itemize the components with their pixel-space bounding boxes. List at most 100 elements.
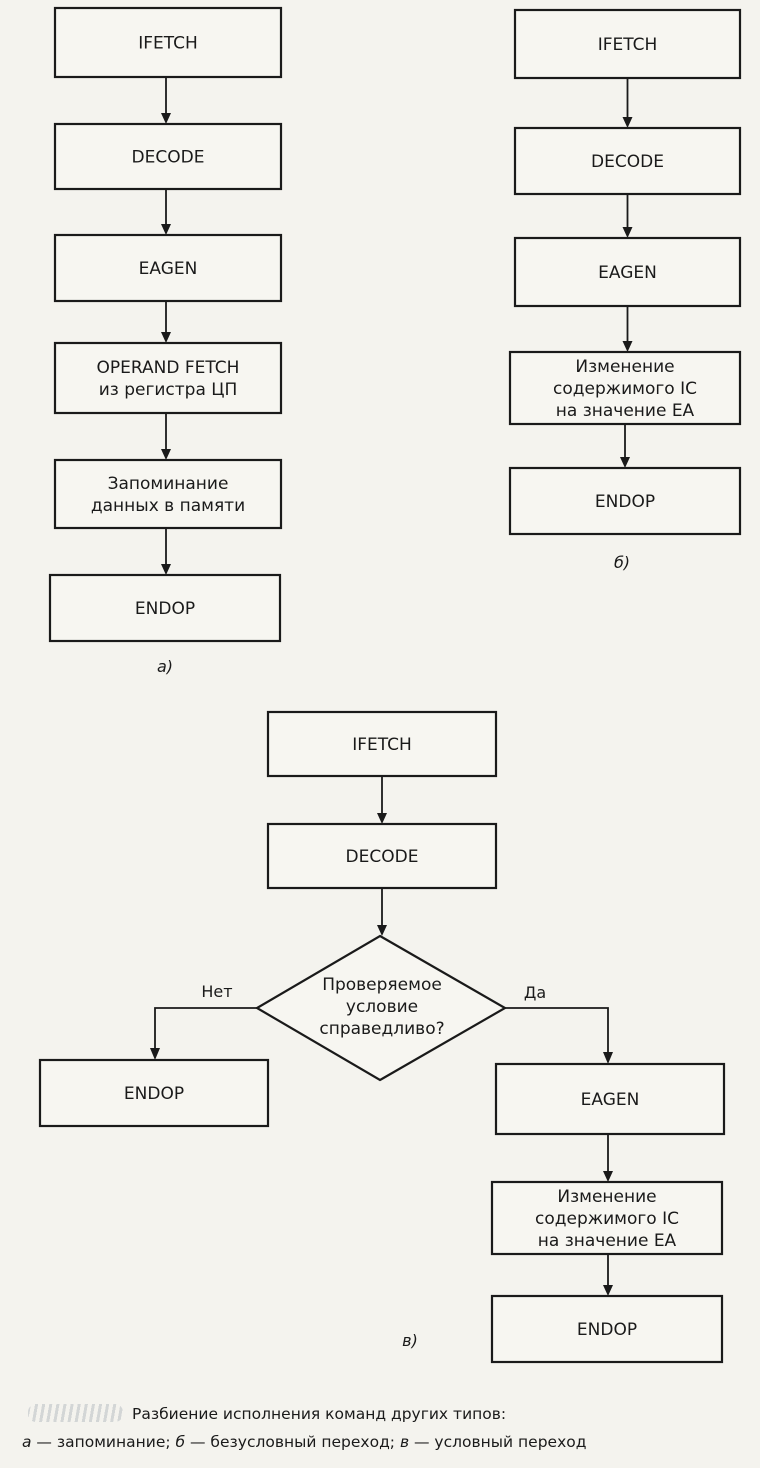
panel-c-box-endop-yes: ENDOP	[490, 1294, 724, 1364]
panel-c-arrow-2-head	[377, 925, 387, 936]
figure-caption: Разбиение исполнения команд других типов…	[22, 1400, 752, 1456]
panel-b-arrow-1	[622, 78, 633, 128]
panel-c-box-endop-no-text: ENDOP	[124, 1084, 184, 1104]
panel-a-box-ifetch-text-line-1: IFETCH	[138, 34, 198, 54]
panel-b-box-decode-shape	[513, 126, 742, 196]
panel-c-no-label: Нет	[201, 982, 232, 1001]
panel-c-no-connector	[154, 1007, 257, 1050]
panel-a-arrow-3-head	[161, 332, 171, 343]
panel-c-decision-text-line-3: справедливо?	[319, 1019, 444, 1039]
panel-c-box-ifetch: IFETCH	[266, 710, 498, 778]
panel-b-label: б)	[614, 553, 630, 572]
panel-a-box-ifetch-text: IFETCH	[138, 34, 198, 54]
panel-b-arrow-3	[622, 306, 633, 352]
panel-b-box-endop: ENDOP	[508, 466, 742, 536]
panel-a-arrow-1	[161, 77, 171, 124]
panel-c-arrow-1	[377, 776, 387, 824]
panel-a-box-decode: DECODE	[53, 122, 283, 191]
panel-a-box-eagen-text-line-1: EAGEN	[139, 259, 198, 279]
panel-c-yes-arrow-2-head	[603, 1285, 613, 1296]
panel-a-arrow-3	[161, 301, 171, 343]
panel-c-box-ifetch-text-line-1: IFETCH	[352, 735, 412, 755]
panel-c-box-ifetch-text: IFETCH	[352, 735, 412, 755]
panel-c-box-ifetch-shape	[266, 710, 498, 778]
panel-a-box-eagen-shape	[53, 233, 283, 303]
panel-c-yes-arrowhead	[603, 1052, 613, 1064]
panel-b-arrow-2	[622, 194, 633, 238]
caption-letter-c: в	[399, 1433, 410, 1451]
panel-b-arrow-2-head	[622, 227, 633, 238]
panel-c-box-decode-shape	[266, 822, 498, 890]
panel-c-box-decode-text-line-1: DECODE	[346, 847, 419, 867]
panel-a-arrow-1-head	[161, 113, 171, 124]
panel-b-box-decode-text: DECODE	[591, 152, 664, 172]
panel-c-box-endop-yes-shape	[490, 1294, 724, 1364]
panel-a-label: а)	[157, 657, 173, 676]
panel-a-arrow-4-head	[161, 449, 171, 460]
panel-c-box-изменение-yes-text-line-2: содержимого IC	[535, 1209, 679, 1229]
caption-text-c: — условный переход	[409, 1433, 587, 1451]
panel-b-box-изменение-shape	[508, 350, 742, 426]
panel-b-box-ifetch-shape	[513, 8, 742, 80]
panel-a-box-endop: ENDOP	[48, 573, 282, 643]
panel-b-arrow-4	[620, 424, 630, 468]
panel-b-box-изменение-text-line-1: Изменение	[575, 357, 674, 377]
panel-c-decision-shape	[254, 934, 508, 1082]
panel-c-yes-arrow-1	[603, 1134, 613, 1182]
panel-b-box-eagen-text: EAGEN	[598, 263, 657, 283]
panel-c-box-eagen-yes-text-line-1: EAGEN	[581, 1090, 640, 1110]
panel-b-box-eagen: EAGEN	[513, 236, 742, 308]
caption-letter-a: а	[22, 1433, 32, 1451]
panel-c-label: в)	[402, 1331, 418, 1350]
panel-a-box-endop-text: ENDOP	[135, 599, 195, 619]
panel-a-box-запоминание-shape	[53, 458, 283, 530]
panel-b-arrow-1-head	[622, 117, 633, 128]
panel-c-box-endop-no: ENDOP	[38, 1058, 270, 1128]
panel-b-box-endop-text-line-1: ENDOP	[595, 492, 655, 512]
panel-a-arrow-5	[161, 528, 171, 575]
panel-b-arrow-3-head	[622, 341, 633, 352]
panel-b-box-ifetch-text: IFETCH	[598, 35, 658, 55]
panel-a-box-endop-text-line-1: ENDOP	[135, 599, 195, 619]
caption-letter-b: б	[175, 1433, 186, 1451]
panel-a-box-endop-shape	[48, 573, 282, 643]
panel-c-box-endop-no-shape	[38, 1058, 270, 1128]
panel-c-box-endop-yes-text-line-1: ENDOP	[577, 1320, 637, 1340]
panel-c-yes-connector	[505, 1007, 609, 1054]
panel-a-box-operand-fetch-text-line-2: из регистра ЦП	[99, 380, 238, 400]
panel-a-box-decode-shape	[53, 122, 283, 191]
panel-b-box-изменение-text-line-3: на значение EA	[556, 401, 695, 421]
panel-c-yes-arrow-1-head	[603, 1171, 613, 1182]
panel-a-arrow-5-head	[161, 564, 171, 575]
panel-a-box-eagen-text: EAGEN	[139, 259, 198, 279]
panel-c-yes-branch: Да	[505, 983, 613, 1064]
panel-b-box-eagen-text-line-1: EAGEN	[598, 263, 657, 283]
panel-a-box-decode-text-line-1: DECODE	[132, 148, 205, 168]
panel-c-box-endop-no-text-line-1: ENDOP	[124, 1084, 184, 1104]
caption-text-a: — запоминание;	[31, 1433, 176, 1451]
caption-text-b: — безусловный переход;	[185, 1433, 400, 1451]
panel-a-box-запоминание-text-line-2: данных в памяти	[91, 496, 245, 516]
panel-b-box-decode-text-line-1: DECODE	[591, 152, 664, 172]
panel-c-decision-text-line-1: Проверяемое	[322, 975, 442, 995]
panel-a-box-ifetch: IFETCH	[53, 6, 283, 79]
panel-c-no-branch: Нет	[150, 982, 257, 1060]
panel-c-decision-text-line-2: условие	[346, 997, 418, 1017]
panel-a-arrow-2-head	[161, 224, 171, 235]
panel-c-no-arrowhead	[150, 1048, 160, 1060]
panel-c-box-изменение-yes-shape	[490, 1180, 724, 1256]
panel-a-arrow-4	[161, 413, 171, 460]
panel-c-arrow-1-head	[377, 813, 387, 824]
panel-c-yes-label: Да	[524, 983, 546, 1002]
panel-a-box-operand-fetch-shape	[53, 341, 283, 415]
